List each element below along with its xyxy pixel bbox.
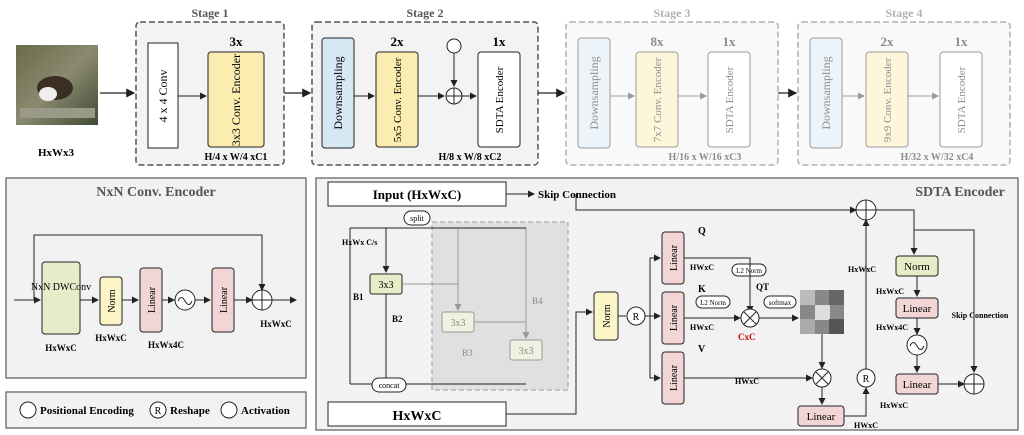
conv-label: 3x3 [379, 280, 394, 291]
sdta-label: SDTA Encoder [494, 66, 506, 133]
legend-label: Positional Encoding [40, 405, 134, 417]
softmax-label: softmax [769, 299, 792, 307]
k-label: K [698, 284, 706, 295]
branch-label: B3 [462, 348, 473, 358]
linear-label: Linear [903, 379, 932, 391]
repeat-3x: 3x [230, 34, 244, 49]
legend-label: Activation [241, 405, 290, 417]
stage-4-title: Stage 4 [886, 6, 923, 20]
downsampling-label: Downsampling [587, 56, 601, 129]
svg-text:R: R [633, 312, 640, 323]
stage-4: Stage 4 Downsampling 9x9 Conv. Encoder 2… [797, 6, 1011, 166]
split-label: split [410, 214, 425, 223]
conv3x3-encoder-block [207, 51, 265, 148]
repeat-2x: 2x [881, 34, 895, 49]
dim-label: HWxC [735, 377, 759, 386]
skip-connection-label: Skip Connection [952, 311, 1009, 320]
dim-label: HWxC [690, 323, 714, 332]
sdta-input-label: Input (HxWxC) [373, 187, 462, 202]
conv7x7-label: 7x7 Conv. Encoder [652, 57, 664, 142]
conv-encoder-title: NxN Conv. Encoder [96, 185, 215, 200]
conv-label: 3x3 [451, 318, 466, 329]
norm-label: Norm [107, 289, 118, 313]
input-dim-label: HxWx3 [38, 147, 75, 159]
stage-1-output: H/4 x W/4 xC1 [205, 152, 268, 163]
stage-4-output: H/32 x W/32 xC4 [901, 152, 974, 163]
legend-label: Reshape [170, 405, 210, 417]
sdta-mid-output: HxWxC [393, 409, 442, 424]
downsampling-label: Downsampling [819, 56, 833, 129]
cxc-label: CxC [738, 332, 756, 342]
conv3x3-label: 3x3 Conv. Encoder [229, 54, 243, 146]
dim-label: HxWxC [260, 319, 292, 329]
repeat-1x: 1x [493, 34, 507, 49]
dim-label: HxWx C/s [342, 238, 377, 247]
l2norm-label: L2 Norm [700, 299, 726, 307]
qt-label: QT [756, 282, 769, 292]
conv-label: 3x3 [519, 346, 534, 357]
sdta-title: SDTA Encoder [915, 185, 1005, 200]
dim-label: HxWx4C [876, 323, 908, 332]
dim-label: HxWxC [95, 333, 127, 343]
downsampling-label: Downsampling [331, 56, 345, 129]
positional-encoding-icon [446, 38, 462, 54]
dim-label: HxWxC [880, 401, 908, 410]
linear-q-label: Linear [669, 244, 680, 271]
stage-1: Stage 1 4 x 4 Conv 3x3 Conv. Encoder 3x … [135, 6, 285, 166]
conv4x4-label: 4 x 4 Conv [156, 69, 170, 122]
stage-3: Stage 3 Downsampling 7x7 Conv. Encoder 8… [565, 6, 779, 166]
stage-2: Stage 2 Downsampling 5x5 Conv. Encoder 2… [311, 6, 539, 166]
linear-label: Linear [147, 286, 158, 313]
conv5x5-label: 5x5 Conv. Encoder [392, 57, 404, 142]
activation-icon [220, 401, 238, 419]
stage-3-output: H/16 x W/16 xC3 [669, 152, 742, 163]
linear-label: Linear [903, 303, 932, 315]
q-label: Q [698, 226, 706, 237]
repeat-1x: 1x [723, 34, 737, 49]
linear-v-label: Linear [669, 364, 680, 391]
dim-label: HxWxC [45, 343, 77, 353]
attention-map [800, 290, 844, 334]
input-image [16, 45, 98, 125]
linear-k-label: Linear [669, 304, 680, 331]
dim-label: HWxC [690, 263, 714, 272]
sdta-label: SDTA Encoder [724, 66, 736, 133]
repeat-8x: 8x [651, 34, 665, 49]
concat-label: concat [379, 381, 401, 390]
conv9x9-label: 9x9 Conv. Encoder [882, 57, 894, 142]
positional-encoding-icon [19, 401, 37, 419]
svg-text:R: R [155, 406, 162, 417]
stage-3-title: Stage 3 [654, 6, 691, 20]
branch-label: B2 [392, 314, 403, 324]
dim-label: HxWxC [876, 287, 904, 296]
conv-encoder-panel: NxN Conv. Encoder NxN DWConv HxWxC Norm … [5, 177, 307, 379]
repeat-1x: 1x [955, 34, 969, 49]
linear-label: Linear [219, 286, 230, 313]
legend: Positional Encoding R Reshape Activation [5, 391, 307, 429]
svg-text:R: R [863, 374, 870, 385]
dim-label: HxWx4C [148, 340, 184, 350]
repeat-2x: 2x [391, 34, 405, 49]
branch-label: B4 [532, 296, 543, 306]
norm-label: Norm [602, 304, 613, 328]
stage-1-title: Stage 1 [192, 6, 229, 20]
sdta-panel: SDTA Encoder Input (HxWxC) Skip Connecti… [315, 177, 1019, 431]
skip-connection-label: Skip Connection [538, 189, 616, 201]
linear-out-label: Linear [807, 411, 836, 423]
v-label: V [698, 344, 706, 355]
dim-label: HxWxC [848, 265, 876, 274]
norm-label: Norm [904, 261, 930, 273]
stage-2-title: Stage 2 [407, 6, 444, 20]
dwconv-label: NxN DWConv [31, 282, 91, 293]
reshape-icon [149, 401, 167, 419]
l2norm-label: L2 Norm [736, 267, 762, 275]
dim-label: HWxC [854, 421, 878, 430]
stage-2-output: H/8 x W/8 xC2 [439, 152, 502, 163]
sdta-label: SDTA Encoder [956, 66, 968, 133]
branch-label: B1 [353, 292, 364, 302]
